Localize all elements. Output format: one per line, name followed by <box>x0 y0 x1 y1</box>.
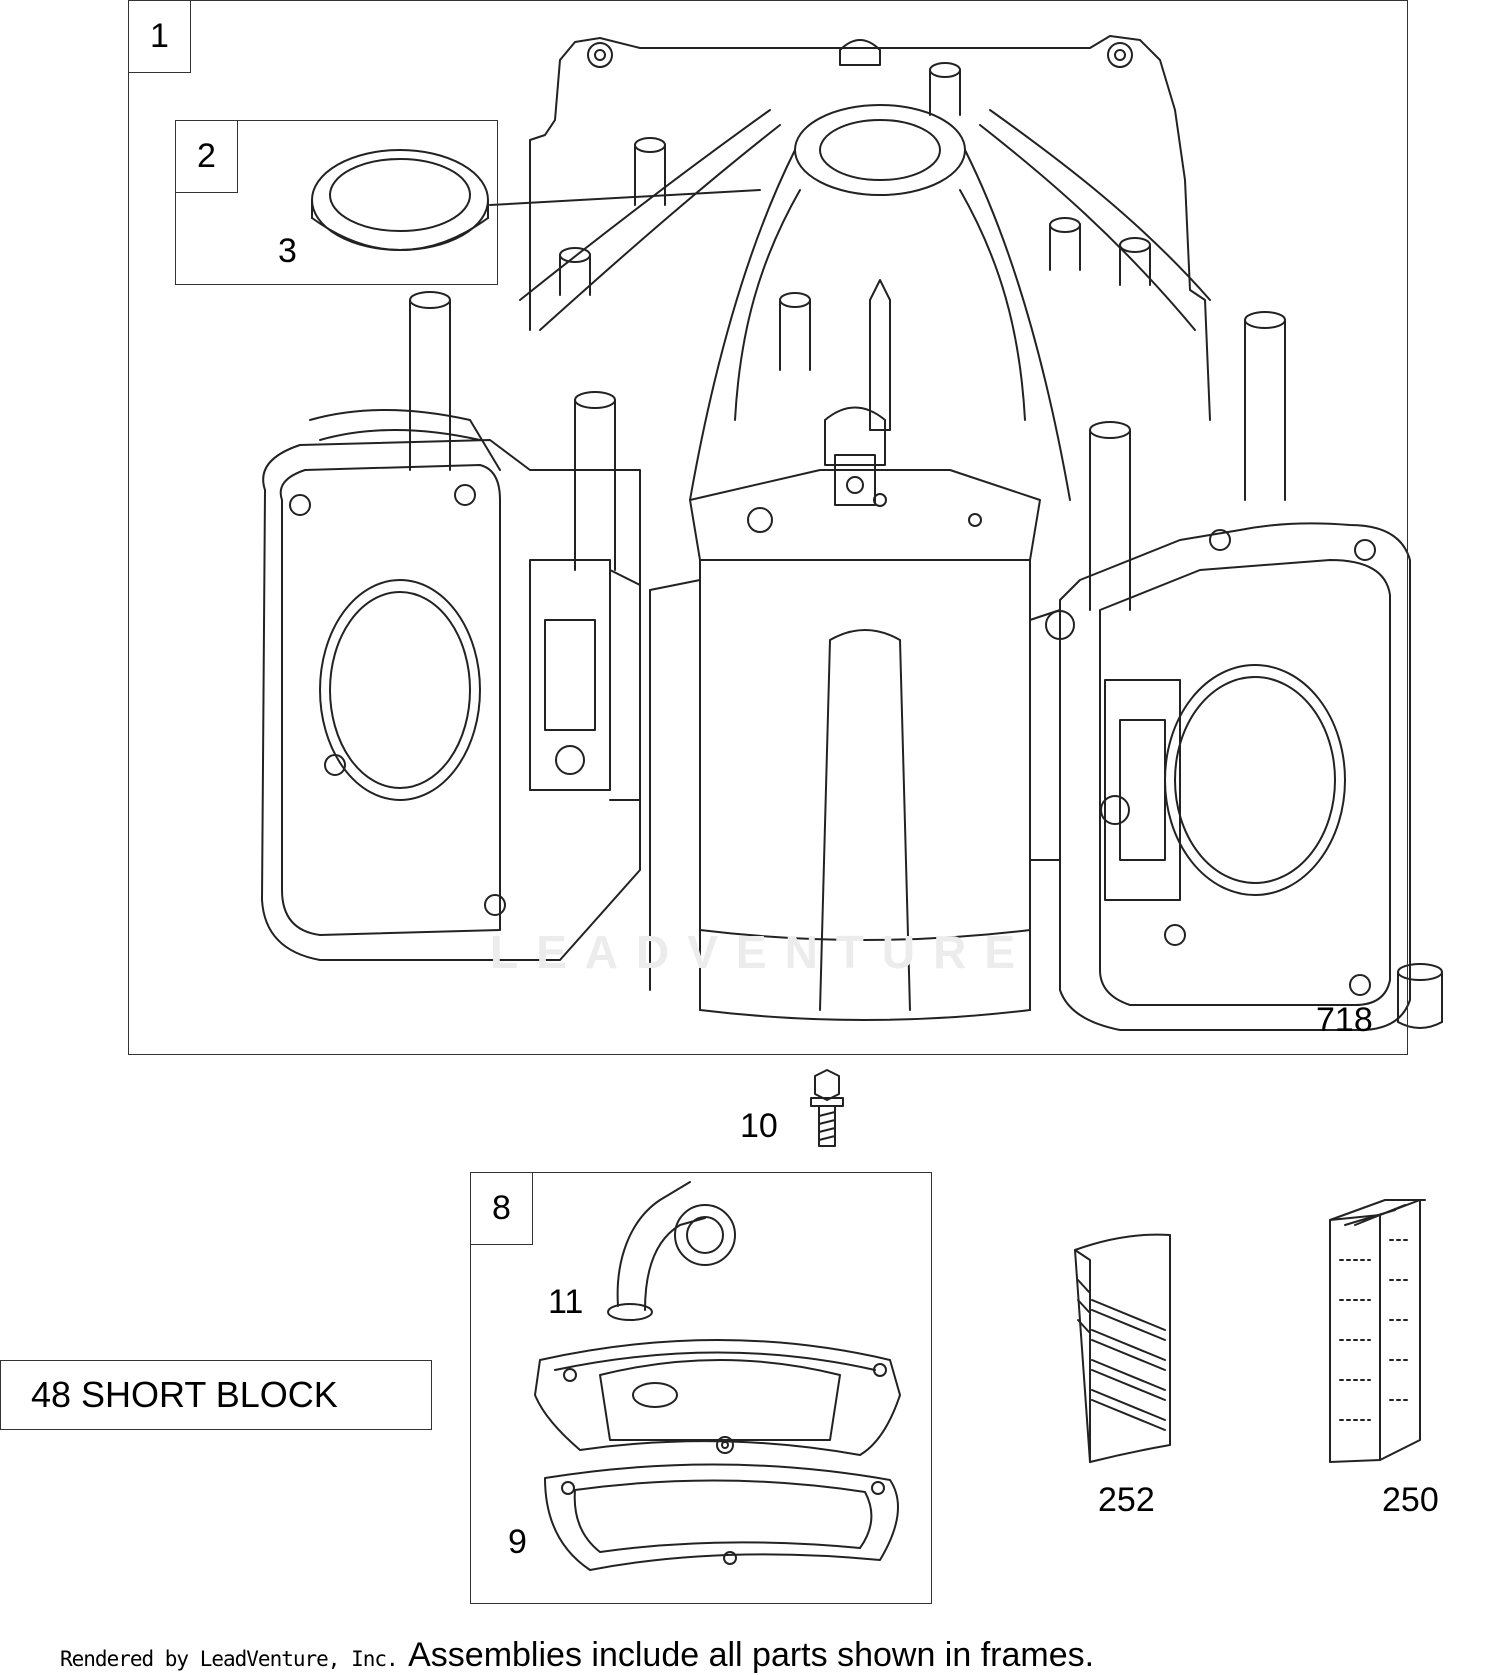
breather-cover-drawing <box>534 1339 901 1456</box>
filter-250-drawing <box>1329 1199 1426 1463</box>
callout-filter-250: 250 <box>1382 1481 1439 1519</box>
frame-number-2: 2 <box>176 121 238 193</box>
short-block-text: 48 SHORT BLOCK <box>31 1374 338 1415</box>
cylinder-block-drawing <box>261 35 1443 1031</box>
screw-drawing <box>810 1069 844 1147</box>
frame-number-8: 8 <box>471 1173 533 1245</box>
gasket-drawing <box>544 1463 899 1571</box>
callout-tube: 11 <box>548 1283 584 1321</box>
callout-dowel: 718 <box>1316 1001 1373 1039</box>
watermark: LEADVENTURE <box>490 926 1034 978</box>
breather-tube-drawing <box>607 1181 736 1321</box>
callout-screw: 10 <box>740 1107 778 1145</box>
callout-seal: 3 <box>278 232 297 270</box>
oil-seal-drawing <box>311 149 761 251</box>
breather-kit-frame: 8 <box>470 1172 932 1604</box>
callout-filter-252: 252 <box>1098 1481 1155 1519</box>
frame-number-1: 1 <box>129 1 191 73</box>
footer-note: Assemblies include all parts shown in fr… <box>408 1636 1095 1674</box>
short-block-label: 48 SHORT BLOCK <box>0 1360 432 1430</box>
filter-252-drawing <box>1074 1233 1171 1463</box>
callout-gasket: 9 <box>508 1523 527 1561</box>
block-assembly-frame: 1 <box>128 0 1408 1055</box>
footer: Rendered by LeadVenture, Inc. Assemblies… <box>60 1636 1094 1675</box>
seal-kit-frame: 2 <box>175 120 498 285</box>
footer-credit: Rendered by LeadVenture, Inc. <box>60 1647 399 1671</box>
